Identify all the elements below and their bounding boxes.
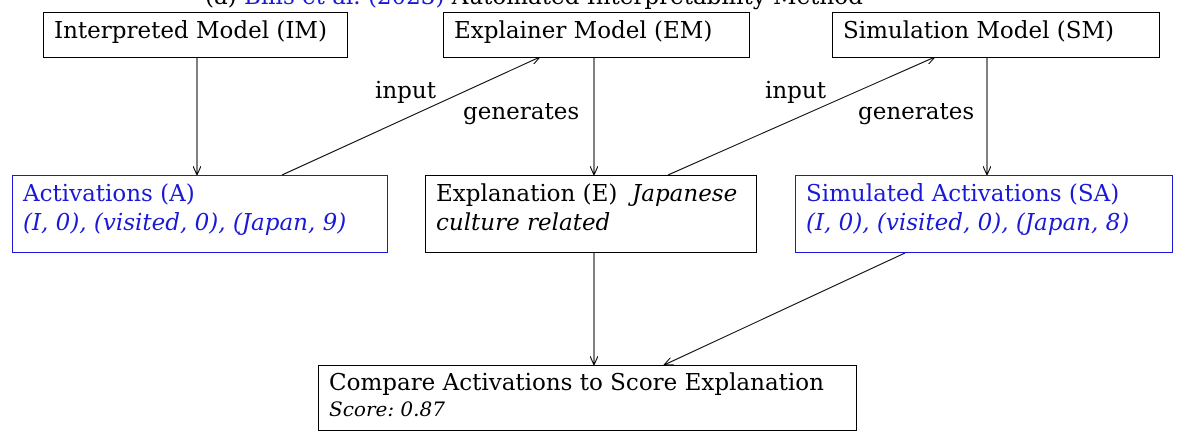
explanation-node: Explanation (E) Japanese culture related: [425, 175, 757, 253]
edge-label-input: input: [765, 78, 826, 104]
edge-simulated-to-compare: [664, 252, 906, 365]
explanation-text: Japanese: [632, 181, 738, 207]
explanation-text: culture related: [436, 210, 611, 236]
simulation-model-node: Simulation Model (SM): [832, 12, 1160, 58]
node-label: Compare Activations to Score Explanation: [329, 370, 824, 396]
edge-activations-to-em: [281, 57, 540, 176]
score-value: Score: 0.87: [329, 397, 445, 421]
figure-caption: (a) Bills et al. (2023) Automated Interp…: [205, 0, 863, 10]
simulated-values: (I, 0), (visited, 0), (Japan, 8): [806, 210, 1130, 236]
node-label: Simulation Model (SM): [843, 18, 1115, 44]
compare-node: Compare Activations to Score Explanation…: [318, 365, 857, 431]
simulated-activations-node: Simulated Activations (SA) (I, 0), (visi…: [795, 175, 1173, 253]
edge-explanation-to-sm: [667, 57, 935, 176]
interpreted-model-node: Interpreted Model (IM): [43, 12, 348, 58]
node-label: Simulated Activations (SA): [806, 181, 1120, 207]
node-label: Interpreted Model (IM): [54, 18, 327, 44]
edge-label-generates: generates: [858, 99, 975, 125]
activations-node: Activations (A) (I, 0), (visited, 0), (J…: [12, 175, 388, 253]
node-label: Activations (A): [23, 181, 195, 207]
node-label: Explainer Model (EM): [454, 18, 713, 44]
edge-label-generates: generates: [463, 99, 580, 125]
edge-label-input: input: [375, 78, 436, 104]
node-label: Explanation (E): [436, 181, 618, 207]
activation-values: (I, 0), (visited, 0), (Japan, 9): [23, 210, 347, 236]
explainer-model-node: Explainer Model (EM): [443, 12, 750, 58]
